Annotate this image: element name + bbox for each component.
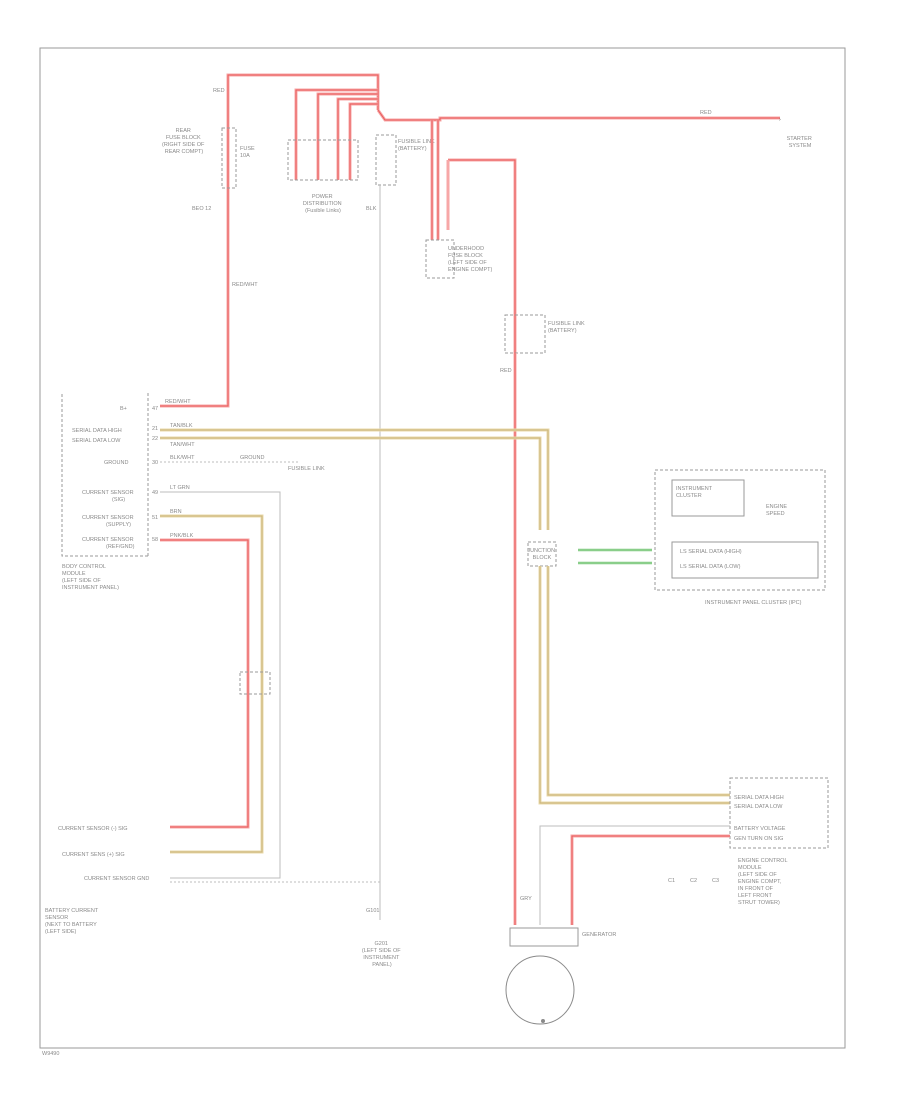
svg-text:C3: C3: [712, 878, 719, 884]
svg-text:SERIAL DATA LOW: SERIAL DATA LOW: [72, 438, 121, 444]
svg-text:(SUPPLY): (SUPPLY): [106, 522, 131, 528]
fusible-link-text: FUSIBLE LINK (BATTERY): [398, 139, 436, 152]
ecm-turn-on-wire: [570, 834, 730, 925]
svg-text:SERIAL DATA HIGH: SERIAL DATA HIGH: [734, 795, 784, 801]
ground-tag: G101: [366, 908, 379, 914]
svg-text:SERIAL DATA LOW: SERIAL DATA LOW: [734, 804, 783, 810]
svg-text:CURRENT SENSOR: CURRENT SENSOR: [82, 490, 134, 496]
svg-text:SERIAL DATA HIGH: SERIAL DATA HIGH: [72, 428, 122, 434]
red-label-1: RED: [500, 368, 512, 374]
power-distribution-box: [287, 139, 359, 181]
ecm-box: [729, 777, 829, 849]
svg-text:(SIG): (SIG): [112, 497, 125, 503]
gry-label: GRY: [520, 896, 532, 902]
svg-text:(REF/GND): (REF/GND): [106, 544, 135, 550]
battery-fusible-label: FUSIBLE LINK (BATTERY): [548, 321, 586, 334]
svg-text:GROUND: GROUND: [104, 460, 128, 466]
svg-text:C2: C2: [690, 878, 697, 884]
bcm-wire-redwht: RED/WHT: [165, 399, 191, 405]
generator-label: GENERATOR: [582, 932, 616, 938]
ecm-connector-tags: C1 C2 C3: [668, 878, 719, 884]
power-distribution-label: POWER DISTRIBUTION (Fusible Links): [303, 194, 343, 214]
svg-text:21: 21: [152, 426, 158, 432]
arrow-starter: ›: [779, 117, 781, 123]
diagram-code: W9490: [42, 1051, 59, 1057]
bcm-wire-blkwht: BLK/WHT: [170, 455, 195, 461]
bcm-pin-numbers: 47 21 22 30 49 51 58: [152, 406, 158, 543]
junction-to-starter-wire-core: [377, 109, 780, 121]
rear-fuse-value: FUSE 10A: [240, 146, 256, 159]
b-plus-feed-wire: [226, 73, 380, 393]
bcm-ground-note: GROUND: [240, 455, 264, 461]
ipc-header-label: INSTRUMENT CLUSTER: [676, 486, 714, 499]
svg-text:58: 58: [152, 537, 158, 543]
generator-symbol: [505, 955, 575, 1025]
ipc-box: [654, 469, 826, 591]
underhood-fuse-block: [425, 239, 455, 279]
svg-text:C1: C1: [668, 878, 675, 884]
svg-text:CURRENT SENSOR: CURRENT SENSOR: [82, 537, 134, 543]
current-sensor-ref-wire: [160, 538, 250, 829]
junction-block-label: JUNCTION BLOCK: [527, 548, 556, 561]
ipc-box-label: INSTRUMENT PANEL CLUSTER (IPC): [705, 600, 802, 606]
underhood-fuse-label: UNDERHOOD FUSE BLOCK (LEFT SIDE OF ENGIN…: [448, 246, 492, 273]
svg-text:22: 22: [152, 436, 158, 442]
battery-sensor-pins: CURRENT SENSOR (-) SIG CURRENT SENS (+) …: [58, 826, 149, 882]
svg-text:51: 51: [152, 515, 158, 521]
bcm-wire-tanwht: TAN/WHT: [170, 442, 195, 448]
bcm-label: BODY CONTROL MODULE (LEFT SIDE OF INSTRU…: [62, 564, 119, 591]
battery-fusible-box: [504, 314, 546, 354]
rear-fuse-block-label: REAR FUSE BLOCK (RIGHT SIDE OF REAR COMP…: [162, 128, 206, 155]
svg-text:CURRENT SENSOR: CURRENT SENSOR: [82, 515, 134, 521]
svg-text:CURRENT SENS (+) SIG: CURRENT SENS (+) SIG: [62, 852, 125, 858]
ecm-serial-high-wire: [546, 566, 730, 797]
svg-text:GEN TURN ON SIG: GEN TURN ON SIG: [734, 836, 783, 842]
battery-sensor-label: BATTERY CURRENT SENSOR (NEXT TO BATTERY …: [45, 908, 100, 935]
generator-center-dot: [541, 1019, 545, 1023]
diagram-frame: [39, 47, 846, 1049]
ecm-serial-low-wire: [538, 566, 730, 805]
power-distribution-links: [294, 88, 378, 180]
bcm-pin-labels: B+ SERIAL DATA HIGH SERIAL DATA LOW GROU…: [72, 406, 135, 550]
rear-redwht-label: RED/WHT: [232, 282, 258, 288]
svg-text:49: 49: [152, 490, 158, 496]
bcm-wire-tanblk: TAN/BLK: [170, 423, 193, 429]
bcm-wire-pnkblk: PNK/BLK: [170, 533, 194, 539]
fusible-link-box: [375, 134, 397, 186]
bcm-wire-ltgrn: LT GRN: [170, 485, 190, 491]
ipc-lines-box: [671, 541, 819, 579]
ecm-battery-voltage-wire: [539, 825, 730, 925]
rear-fuse-tag: BEO 12: [192, 206, 211, 212]
ipc-line-high: LS SERIAL DATA (HIGH): [680, 549, 742, 555]
svg-text:B+: B+: [120, 406, 127, 412]
current-sensor-sig-wire: [160, 491, 281, 879]
ipc-ignition-label: ENGINE SPEED: [766, 504, 789, 517]
bcm-wire-brn: BRN: [170, 509, 182, 515]
svg-text:BATTERY VOLTAGE: BATTERY VOLTAGE: [734, 826, 786, 832]
starter-wire-label: RED: [700, 110, 712, 116]
svg-text:CURRENT SENSOR GND: CURRENT SENSOR GND: [84, 876, 149, 882]
ipc-line-low: LS SERIAL DATA (LOW): [680, 564, 741, 570]
svg-text:CURRENT SENSOR (-) SIG: CURRENT SENSOR (-) SIG: [58, 826, 128, 832]
rear-fuse: [221, 127, 237, 189]
fusible-ref: FUSIBLE LINK: [288, 466, 325, 472]
starter-system-ref: STARTER SYSTEM: [787, 136, 814, 149]
junction-block: [527, 541, 557, 567]
ground-ref-label: G201 (LEFT SIDE OF INSTRUMENT PANEL): [362, 941, 402, 968]
svg-text:30: 30: [152, 460, 158, 466]
ecm-pin-labels: SERIAL DATA HIGH SERIAL DATA LOW BATTERY…: [734, 795, 786, 842]
harness-connector: [239, 671, 271, 695]
b-plus-feed-wire-core: [227, 74, 379, 393]
svg-text:47: 47: [152, 406, 158, 412]
generator-terminal-box: [509, 927, 579, 947]
ipc-header-box: [671, 479, 745, 517]
ecm-label: ENGINE CONTROL MODULE (LEFT SIDE OF ENGI…: [738, 858, 789, 906]
blk-label: BLK: [366, 206, 377, 212]
rear-red-label: RED: [213, 88, 225, 94]
bcm-box: [61, 393, 149, 557]
